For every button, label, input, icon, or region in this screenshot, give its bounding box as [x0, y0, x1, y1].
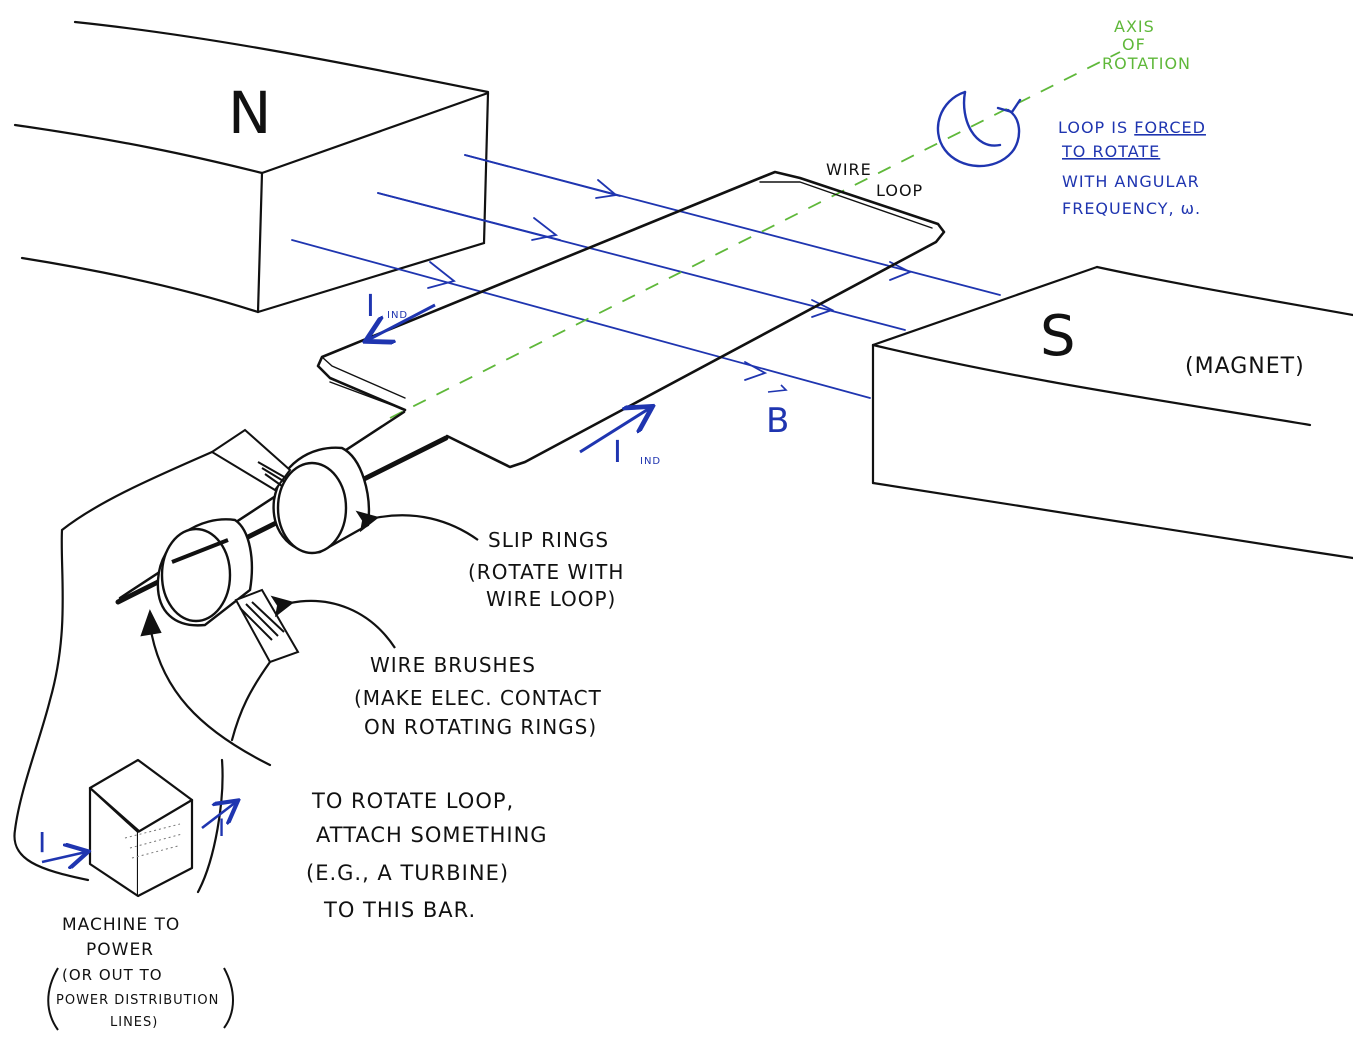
wire-loop	[318, 172, 944, 467]
south-magnet	[873, 267, 1353, 558]
machine-box	[90, 760, 192, 896]
field-b-symbol: B	[766, 401, 790, 441]
slip-rings-label: SLIP RINGS (ROTATE WITH WIRE LOOP)	[468, 528, 624, 611]
svg-text:IND: IND	[640, 456, 661, 467]
svg-text:(ROTATE WITH: (ROTATE WITH	[468, 560, 624, 584]
north-pole-label: N	[228, 79, 272, 147]
svg-text:WIRE LOOP): WIRE LOOP)	[486, 587, 616, 611]
slip-rings-pointer	[375, 515, 478, 540]
svg-text:LINES): LINES)	[110, 1015, 158, 1030]
svg-text:I: I	[366, 289, 376, 324]
svg-text:POWER DISTRIBUTION: POWER DISTRIBUTION	[56, 993, 219, 1008]
svg-text:OF: OF	[1122, 35, 1146, 54]
turbine-note: TO ROTATE LOOP, ATTACH SOMETHING (E.G., …	[306, 789, 548, 922]
svg-text:SLIP RINGS: SLIP RINGS	[488, 528, 609, 552]
svg-text:(OR OUT TO: (OR OUT TO	[62, 966, 163, 984]
machine-label: MACHINE TO POWER (OR OUT TO POWER DISTRI…	[48, 915, 233, 1030]
svg-text:WIRE BRUSHES: WIRE BRUSHES	[370, 653, 536, 677]
svg-text:POWER: POWER	[86, 940, 154, 960]
axis-label: AXIS OF ROTATION	[1102, 17, 1191, 73]
field-lines-front	[378, 155, 620, 240]
svg-text:(E.G., A TURBINE): (E.G., A TURBINE)	[306, 861, 509, 885]
svg-text:WIRE: WIRE	[826, 160, 872, 179]
induced-current-right: I IND	[580, 408, 661, 470]
svg-text:TO THIS BAR.: TO THIS BAR.	[323, 898, 476, 922]
brushes-pointer	[290, 601, 395, 648]
brush-upper	[212, 430, 290, 490]
svg-text:I: I	[613, 435, 623, 470]
svg-text:I: I	[38, 826, 47, 859]
turbine-arrow	[142, 612, 270, 765]
field-arrowheads	[428, 180, 910, 380]
svg-text:ON ROTATING RINGS): ON ROTATING RINGS)	[364, 715, 597, 739]
svg-text:TO ROTATE: TO ROTATE	[1061, 142, 1160, 161]
south-pole-label: S	[1040, 304, 1077, 369]
rotation-axis	[390, 52, 1120, 418]
svg-text:ATTACH SOMETHING: ATTACH SOMETHING	[316, 823, 548, 847]
field-label: B	[766, 385, 790, 441]
svg-text:WITH ANGULAR: WITH ANGULAR	[1062, 172, 1200, 191]
slip-ring-front	[158, 519, 252, 625]
wire-loop-label: WIRE LOOP	[826, 160, 923, 200]
brush-lower	[236, 590, 298, 662]
svg-text:I: I	[218, 814, 226, 842]
magnet-note: (MAGNET)	[1185, 354, 1305, 379]
svg-text:LOOP: LOOP	[876, 181, 923, 200]
svg-text:(MAKE ELEC. CONTACT: (MAKE ELEC. CONTACT	[354, 686, 602, 710]
svg-text:TO ROTATE LOOP,: TO ROTATE LOOP,	[311, 789, 514, 813]
svg-text:IND: IND	[387, 310, 408, 321]
north-magnet	[15, 22, 488, 312]
rotation-arrow-icon	[938, 92, 1020, 166]
svg-text:AXIS: AXIS	[1114, 17, 1155, 36]
svg-text:FREQUENCY, ω.: FREQUENCY, ω.	[1062, 199, 1201, 218]
wire-brushes-label: WIRE BRUSHES (MAKE ELEC. CONTACT ON ROTA…	[354, 653, 602, 739]
rotation-note: LOOP IS FORCED TO ROTATE WITH ANGULAR FR…	[1058, 118, 1206, 218]
svg-text:MACHINE TO: MACHINE TO	[62, 915, 180, 935]
current-in: I	[38, 826, 86, 862]
svg-text:LOOP IS FORCED: LOOP IS FORCED	[1058, 118, 1206, 137]
slip-ring-back	[274, 448, 369, 553]
current-out: I	[202, 802, 236, 842]
svg-text:ROTATION: ROTATION	[1102, 54, 1191, 73]
